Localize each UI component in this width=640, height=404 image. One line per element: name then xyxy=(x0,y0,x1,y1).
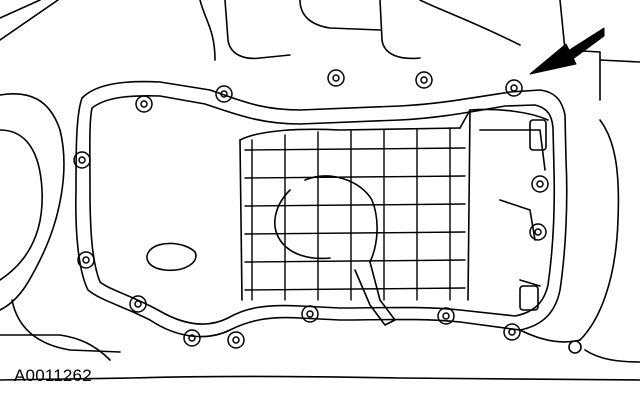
pan-bolts xyxy=(73,69,549,349)
arrow-pointer-icon xyxy=(529,27,605,75)
oil-pan-interior xyxy=(146,108,549,326)
bolt xyxy=(531,175,549,193)
bolt xyxy=(129,295,147,313)
oil-pan-outline xyxy=(75,80,568,338)
surrounding-engine-structure xyxy=(0,0,640,381)
bolt xyxy=(503,323,521,341)
bolt xyxy=(415,71,433,89)
bolt xyxy=(327,69,345,87)
bolt xyxy=(437,307,455,325)
bolt xyxy=(529,223,547,241)
bolt xyxy=(301,305,319,323)
bolt xyxy=(77,251,95,269)
bolt xyxy=(73,151,91,169)
figure-reference-code: A0011262 xyxy=(14,366,92,385)
bolt xyxy=(215,85,233,103)
bolt xyxy=(227,331,245,349)
bolt xyxy=(183,329,201,347)
bolt xyxy=(135,95,153,113)
bolt xyxy=(505,79,523,97)
baffle-grid xyxy=(244,127,466,301)
